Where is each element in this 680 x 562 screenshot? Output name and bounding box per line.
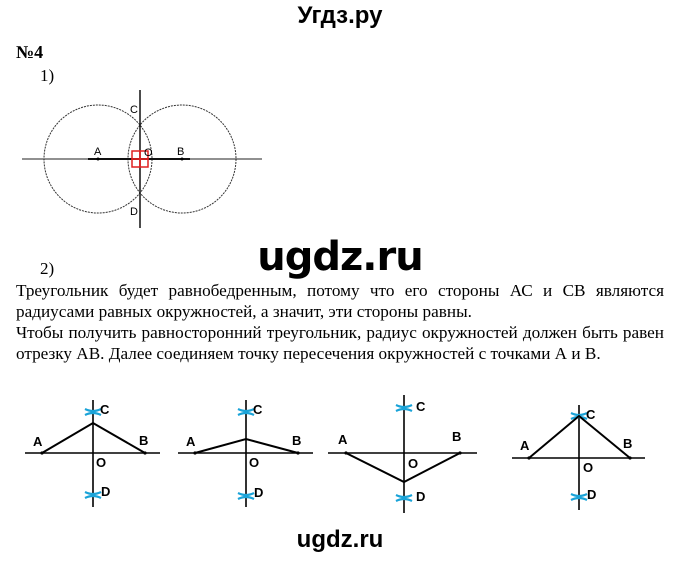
explanation-paragraph-2: Чтобы получить равносторонний треугольни… <box>16 323 664 363</box>
svg-text:D: D <box>416 489 425 504</box>
svg-text:C: C <box>253 402 263 417</box>
label-d: D <box>130 206 138 218</box>
site-title: Угдз.ру <box>297 2 383 29</box>
svg-text:C: C <box>586 407 596 422</box>
task-number: №4 <box>16 42 44 62</box>
svg-text:A: A <box>33 434 43 449</box>
svg-text:O: O <box>408 456 418 471</box>
svg-text:A: A <box>520 438 530 453</box>
svg-text:B: B <box>452 429 461 444</box>
label-o: O <box>144 147 153 159</box>
svg-text:C: C <box>416 399 426 414</box>
figure-1: A B C O D <box>25 400 160 507</box>
svg-text:D: D <box>254 485 263 500</box>
explanation-paragraph-1: Треугольник будет равнобедренным, потому… <box>16 281 664 321</box>
part-2-label: 2) <box>40 259 55 278</box>
svg-text:B: B <box>623 436 632 451</box>
label-c: C <box>130 104 138 116</box>
watermark-bottom: ugdz.ru <box>296 526 384 553</box>
svg-text:D: D <box>587 487 596 502</box>
svg-text:C: C <box>100 402 110 417</box>
part-1-label: 1) <box>40 66 55 85</box>
label-b: B <box>177 146 184 158</box>
label-a: A <box>94 146 102 158</box>
right-angle-marker <box>131 150 149 168</box>
svg-text:O: O <box>96 455 106 470</box>
svg-text:O: O <box>249 455 259 470</box>
svg-text:A: A <box>186 434 196 449</box>
figure-3: A B C O D <box>328 395 477 513</box>
svg-text:B: B <box>292 433 301 448</box>
svg-text:D: D <box>101 484 110 499</box>
figure-4: A B C O D <box>512 405 645 510</box>
svg-text:A: A <box>338 432 348 447</box>
watermark-middle: ugdz.ru <box>257 234 423 280</box>
svg-text:O: O <box>583 460 593 475</box>
svg-text:B: B <box>139 433 148 448</box>
figure-2: A B C O D <box>178 400 313 507</box>
